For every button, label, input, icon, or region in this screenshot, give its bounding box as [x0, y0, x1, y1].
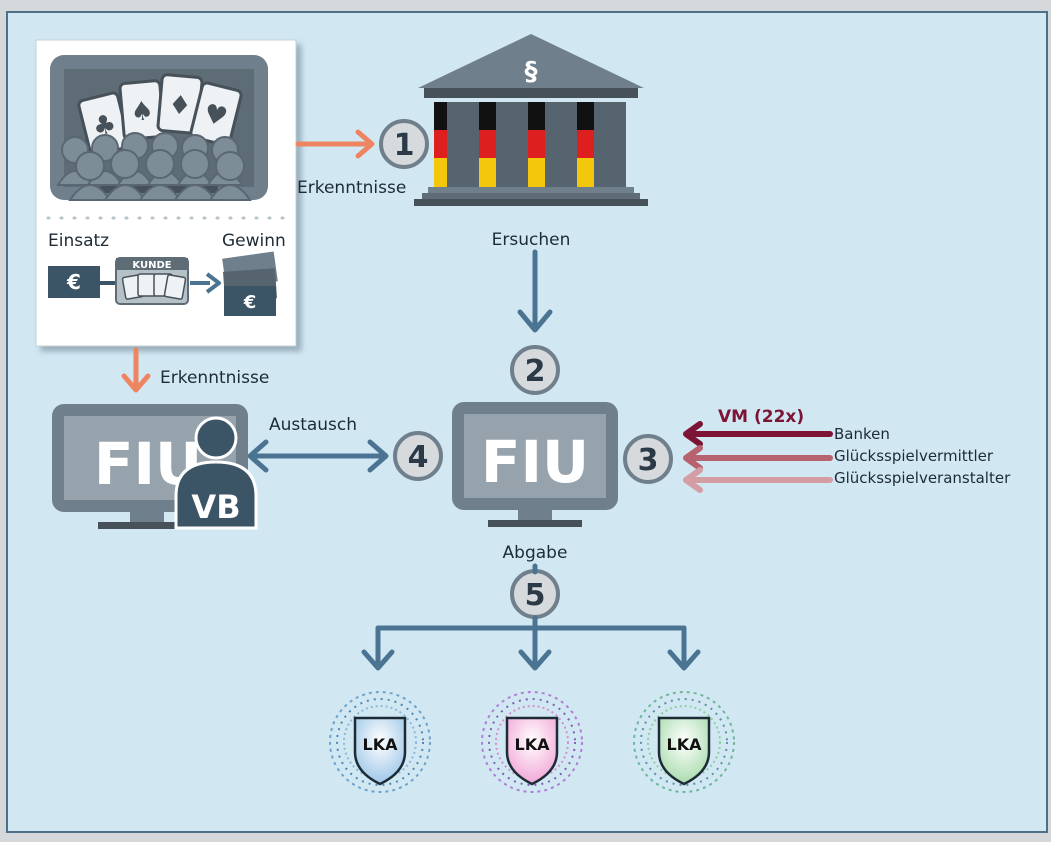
lka-badge-3: LKA [633, 691, 735, 793]
erkenntnisse-arrow-down [121, 347, 151, 393]
winnings-euro-stack-icon: € [222, 251, 278, 316]
step-3-number: 3 [638, 443, 659, 478]
online-casino-monitor-icon: ♣ ♠ ♦ ♥ [50, 55, 268, 201]
court-building-icon: § [414, 34, 648, 206]
erkenntnisse-arrow-right [295, 129, 375, 159]
playing-cards-icon: ♣ ♠ ♦ ♥ [77, 73, 243, 157]
section-symbol: § [525, 57, 538, 87]
vm-arrow-banken [683, 421, 833, 447]
step-4-badge: 4 [393, 431, 443, 481]
svg-text:♠: ♠ [129, 96, 155, 128]
step-2-badge: 2 [510, 345, 560, 395]
step-1-number: 1 [394, 128, 415, 163]
customer-box: KUNDE [115, 257, 189, 305]
gewinn-label: Gewinn [222, 231, 286, 251]
lka-badge-1: LKA [329, 691, 431, 793]
lka-label-2: LKA [515, 735, 551, 754]
vm-title: VM (22x) [718, 407, 804, 427]
flag-columns [434, 102, 626, 187]
lka-badge-2: LKA [481, 691, 583, 793]
ersuchen-label: Ersuchen [492, 230, 571, 250]
lka-label-1: LKA [363, 735, 399, 754]
winnings-euro-symbol: € [243, 292, 257, 313]
distribution-tree [361, 563, 701, 671]
vm-arrow-vermittler [683, 445, 833, 471]
svg-text:♦: ♦ [167, 90, 193, 122]
step-5-number: 5 [525, 578, 546, 613]
lka-label-3: LKA [667, 735, 703, 754]
vm-arrow-veranstalter [683, 467, 833, 493]
stake-euro-icon: € [48, 266, 100, 298]
austausch-label: Austausch [269, 415, 357, 435]
step-5-badge: 5 [510, 569, 560, 619]
stake-euro-symbol: € [66, 270, 81, 294]
vb-label: VB [191, 488, 240, 526]
casino-card: ♣ ♠ ♦ ♥ [35, 39, 297, 347]
erkenntnisse-left-label: Erkenntnisse [160, 368, 269, 388]
vm-source-banken: Banken [834, 425, 890, 443]
erkenntnisse-top-label: Erkenntnisse [297, 178, 406, 198]
fiu-center-label: FIU [481, 428, 589, 496]
vb-person-icon: VB [174, 416, 258, 530]
step-3-badge: 3 [623, 434, 673, 484]
austausch-arrow [247, 439, 389, 473]
players-group-icon [56, 132, 252, 201]
step-4-number: 4 [408, 440, 429, 475]
kunde-label: KUNDE [132, 260, 171, 271]
abgabe-label: Abgabe [503, 543, 568, 563]
vm-source-veranstalter: Glücksspielveranstalter [834, 469, 1011, 487]
step-2-number: 2 [525, 354, 546, 389]
ersuchen-arrow [517, 249, 553, 333]
fiu-center-monitor: FIU [452, 402, 618, 527]
vm-source-vermittler: Glücksspielvermittler [834, 447, 994, 465]
einsatz-label: Einsatz [48, 231, 109, 251]
step-1-badge: 1 [379, 119, 429, 169]
